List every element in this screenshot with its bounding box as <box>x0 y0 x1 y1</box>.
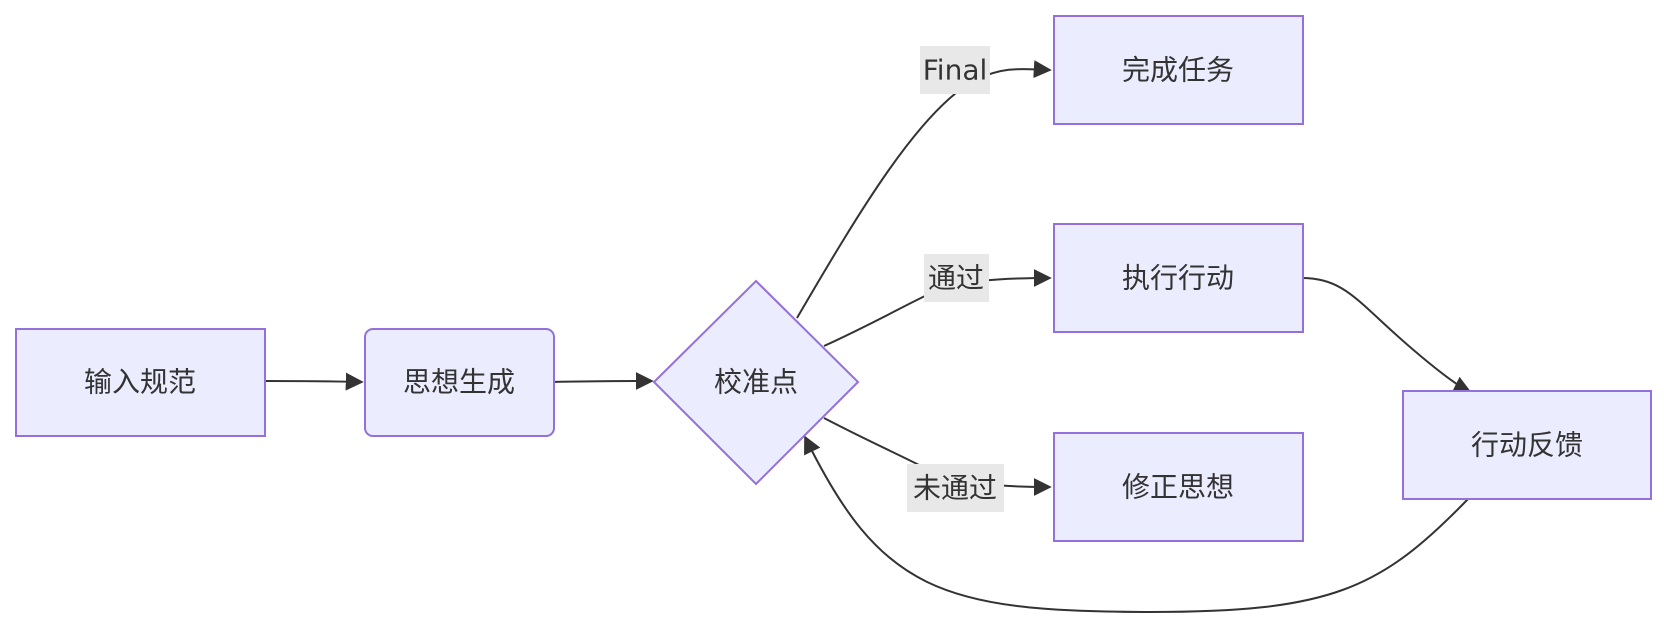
edge-thought-to-checkpoint <box>551 372 654 391</box>
node-checkpoint-label: 校准点 <box>714 366 798 399</box>
node-complete-task-label: 完成任务 <box>1122 54 1234 87</box>
node-input-spec: 输入规范 <box>15 328 266 437</box>
node-revise-thought-label: 修正思想 <box>1122 471 1234 504</box>
edge-feedback-to-checkpoint <box>804 435 1469 614</box>
node-input-spec-label: 输入规范 <box>84 366 196 399</box>
edge-label-pass: 通过 <box>924 254 989 302</box>
edge-label-fail: 未通过 <box>907 464 1004 512</box>
node-execute-action-label: 执行行动 <box>1122 262 1234 295</box>
node-complete-task: 完成任务 <box>1053 15 1304 125</box>
node-checkpoint: 校准点 <box>652 279 860 486</box>
node-action-feedback: 行动反馈 <box>1402 390 1652 500</box>
node-thought-gen-label: 思想生成 <box>403 366 515 399</box>
node-thought-gen: 思想生成 <box>364 328 555 437</box>
edge-label-final: Final <box>920 46 990 94</box>
edge-checkpoint-to-complete <box>796 60 1052 319</box>
node-execute-action: 执行行动 <box>1053 223 1304 333</box>
node-revise-thought: 修正思想 <box>1053 432 1304 542</box>
edge-labels: Final 通过 未通过 <box>907 46 1004 512</box>
edge-execute-to-feedback <box>1300 277 1472 393</box>
svg-text:未通过: 未通过 <box>913 472 997 505</box>
svg-text:通过: 通过 <box>928 262 984 295</box>
node-action-feedback-label: 行动反馈 <box>1471 429 1583 462</box>
svg-text:Final: Final <box>923 54 988 87</box>
edge-input-to-thought <box>264 372 364 391</box>
